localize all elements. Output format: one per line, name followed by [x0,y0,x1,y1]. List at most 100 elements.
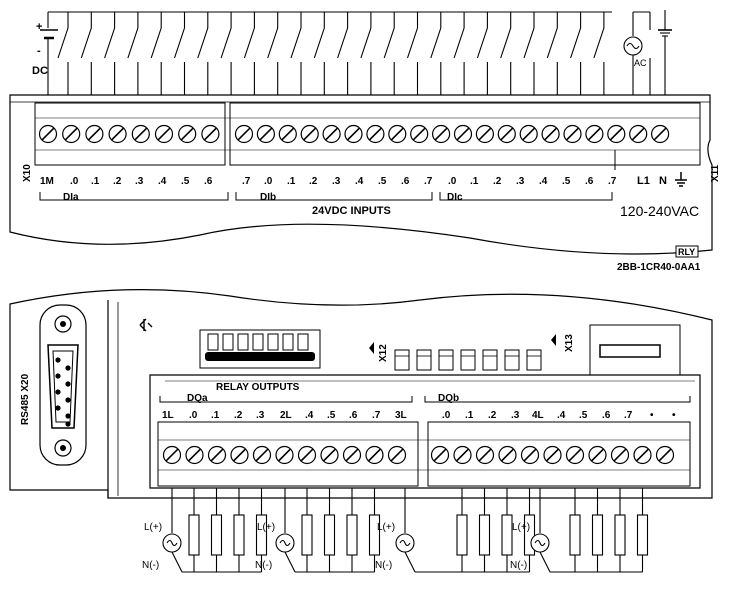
top-terminal-screw-4[interactable] [131,124,150,144]
output-terminal-screw-19[interactable] [610,445,630,465]
input-terminal-label: .6 [585,176,594,187]
sd-card-slot[interactable] [589,324,681,376]
output-terminal-screw-6[interactable] [297,445,317,465]
input-terminal-label: .3 [332,176,341,187]
model-number: 2BB-1CR40-0AA1 [617,262,701,273]
output-terminal-label: .1 [211,410,220,421]
top-terminal-screw-21[interactable] [519,124,538,144]
top-terminal-screw-3[interactable] [108,124,127,144]
top-terminal-screw-18[interactable] [453,124,473,144]
output-terminal-screw-20[interactable] [633,445,652,465]
top-terminal-screw-0[interactable] [38,124,58,144]
output-terminal-label: .5 [327,410,336,421]
output-terminal-screw-16[interactable] [543,445,562,465]
load-plus-label: L(+) [257,522,275,533]
output-terminal-screw-4[interactable] [252,445,272,465]
input-terminal-label: .7 [424,176,433,187]
load-minus-label: N(-) [375,560,392,571]
voltage-label: 120-240VAC [620,203,699,219]
top-terminal-screw-15[interactable] [388,124,407,144]
top-terminal-screw-11[interactable] [300,124,319,144]
load-minus-label: N(-) [255,560,272,571]
top-terminal-screw-5[interactable] [154,124,174,144]
top-terminal-screw-20[interactable] [497,124,516,144]
output-terminal-screw-11[interactable] [430,445,450,465]
input-terminal-label: .6 [401,176,410,187]
output-terminal-label: 3L [395,410,407,421]
model-badge-box [675,245,699,258]
output-terminal-screw-0[interactable] [162,445,182,465]
output-terminal-screw-21[interactable] [655,445,675,465]
output-terminal-screw-5[interactable] [275,445,294,465]
input-terminal-label: .2 [309,176,318,187]
top-terminal-screw-23[interactable] [563,124,582,144]
x12-slot [199,329,321,369]
relay-outputs-label: RELAY OUTPUTS [216,382,300,393]
model-badge: RLY [678,247,695,257]
x13-arrow-icon [551,334,556,346]
output-terminal-label: .6 [349,410,358,421]
top-terminal-labels: 1M.0.1.2.3.4.5.6.7.0.1.2.3.4.5.6.7.0.1.2… [40,176,617,187]
output-terminal-label: .2 [234,410,243,421]
group-dia: DIa [63,192,79,203]
output-terminal-screw-1[interactable] [185,445,204,465]
output-terminal-screw-12[interactable] [453,445,472,465]
top-terminal-screw-1[interactable] [62,124,81,144]
input-terminal-label: .0 [448,176,457,187]
output-terminal-label: .4 [305,410,314,421]
output-terminal-screw-2[interactable] [207,445,227,465]
top-terminal-screw-16[interactable] [410,124,429,144]
top-terminal-screw-9[interactable] [256,124,275,144]
input-terminal-label: .4 [158,176,167,187]
output-terminal-screw-17[interactable] [565,445,585,465]
input-terminal-label: 1M [40,176,54,187]
top-terminal-screw-10[interactable] [278,124,297,144]
output-terminal-label: .3 [256,410,265,421]
input-terminal-label: .5 [562,176,571,187]
input-terminal-label: .3 [516,176,525,187]
top-terminal-screw-13[interactable] [344,124,363,144]
output-terminal-screw-9[interactable] [365,445,384,465]
dc-plus-label: + [36,21,42,33]
top-terminal-screw-14[interactable] [366,124,385,144]
top-terminal-screw-2[interactable] [85,124,104,144]
load-plus-label: L(+) [512,522,530,533]
input-terminal-label: .1 [470,176,479,187]
group-dic: DIc [447,192,463,203]
top-terminal-screw-27[interactable] [650,124,670,144]
output-terminal-label: .5 [579,410,588,421]
group-dqa: DQa [187,393,208,404]
top-terminal-screw-8[interactable] [234,124,254,144]
x13-pins [394,349,542,371]
top-terminal-screw-6[interactable] [178,124,197,144]
top-input-wiring [40,10,672,95]
top-terminal-screw-26[interactable] [629,124,648,144]
top-terminal-screw-7[interactable] [201,124,220,144]
output-terminal-label: .4 [557,410,566,421]
top-terminal-screw-25[interactable] [607,124,626,144]
output-terminal-screw-7[interactable] [320,445,339,465]
output-terminal-screw-8[interactable] [342,445,362,465]
output-terminal-screw-15[interactable] [520,445,540,465]
input-terminal-label: .0 [70,176,79,187]
output-terminal-screw-3[interactable] [230,445,249,465]
terminal-l1: L1 [637,175,650,187]
group-dqb: DQb [438,393,459,404]
rs485-label: RS485 X20 [20,373,31,425]
top-terminal-screw-17[interactable] [432,124,451,144]
top-terminal-screw-24[interactable] [585,124,604,144]
input-terminal-label: .2 [113,176,122,187]
top-terminal-screw-12[interactable] [322,124,341,144]
top-terminal-screw-19[interactable] [475,124,494,144]
rs485-port[interactable] [39,304,87,466]
output-terminal-screw-14[interactable] [498,445,517,465]
top-terminal-screw-22[interactable] [541,124,560,144]
output-terminal-screw-13[interactable] [475,445,495,465]
load-minus-label: N(-) [510,560,527,571]
output-terminal-screw-10[interactable] [387,445,407,465]
output-terminal-screw-18[interactable] [588,445,607,465]
load-plus-label: L(+) [377,522,395,533]
input-group-brackets [39,192,613,201]
input-terminal-label: .7 [242,176,251,187]
